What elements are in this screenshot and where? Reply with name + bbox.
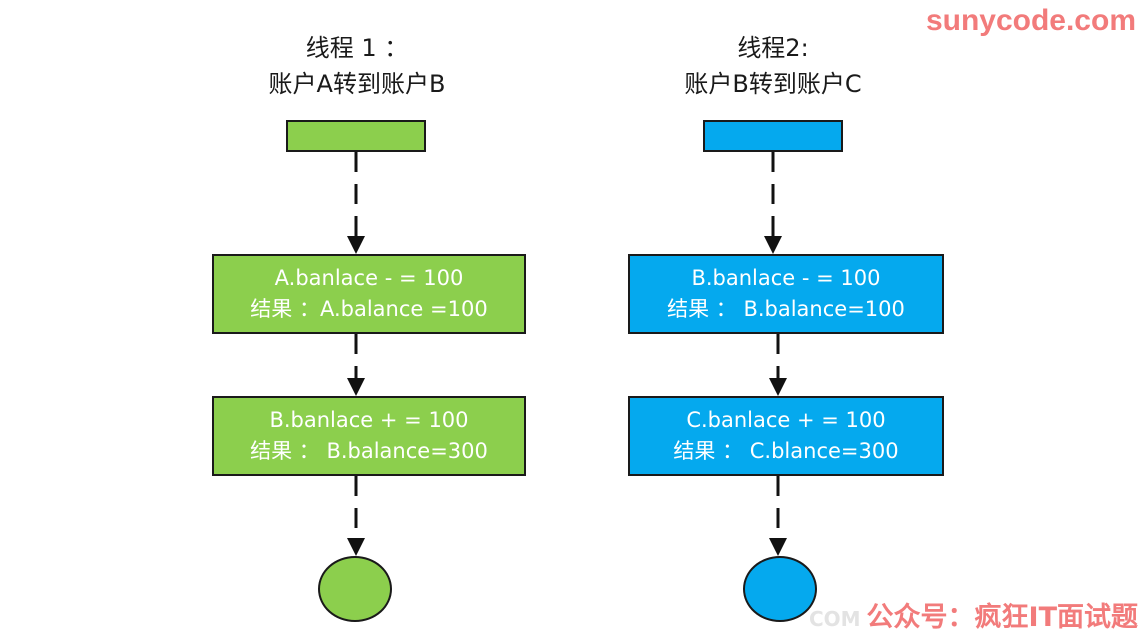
thread2-end-node <box>743 556 817 622</box>
thread2-step-2-result: 结果 ： C.blance=300 <box>673 439 899 463</box>
thread1-header: 线程 1 ： 账户A转到账户B <box>197 30 517 102</box>
thread1-start-node <box>286 120 426 152</box>
account-watermark-text: 公众号：疯狂IT面试题 <box>866 602 1138 633</box>
thread2-step-1-operation: B.banlace - = 100 <box>691 266 881 290</box>
thread1-end-node <box>318 556 392 622</box>
thread1-title: 线程 1 ： <box>305 34 409 62</box>
thread2-title: 线程2: <box>737 34 809 62</box>
thread2-header: 线程2: 账户B转到账户C <box>613 30 933 102</box>
thread2-step-2: C.banlace + = 100 结果 ： C.blance=300 <box>628 396 944 476</box>
faded-watermark-text: COM <box>808 607 861 631</box>
site-watermark: sunycode.com <box>925 4 1136 37</box>
thread2-step-1: B.banlace - = 100 结果 ： B.balance=100 <box>628 254 944 334</box>
thread2-arrowhead-1 <box>764 236 782 254</box>
thread1-step-2: B.banlace + = 100 结果 ： B.balance=300 <box>212 396 526 476</box>
thread2-arrowhead-2 <box>769 378 787 396</box>
thread1-step-1-result: 结果 ：A.balance =100 <box>250 297 488 321</box>
thread1-arrowhead-1 <box>347 236 365 254</box>
thread1-step-2-operation: B.banlace + = 100 <box>269 408 469 432</box>
thread1-step-1: A.banlace - = 100 结果 ：A.balance =100 <box>212 254 526 334</box>
thread1-subtitle: 账户A转到账户B <box>268 70 446 98</box>
thread2-subtitle: 账户B转到账户C <box>684 70 862 98</box>
thread2-arrowhead-3 <box>769 538 787 556</box>
thread2-step-2-operation: C.banlace + = 100 <box>686 408 886 432</box>
thread2-step-1-result: 结果 ： B.balance=100 <box>667 297 905 321</box>
thread1-step-2-result: 结果 ： B.balance=300 <box>250 439 488 463</box>
thread2-start-node <box>703 120 843 152</box>
thread1-step-1-operation: A.banlace - = 100 <box>274 266 464 290</box>
thread1-arrowhead-3 <box>347 538 365 556</box>
thread1-arrowhead-2 <box>347 378 365 396</box>
